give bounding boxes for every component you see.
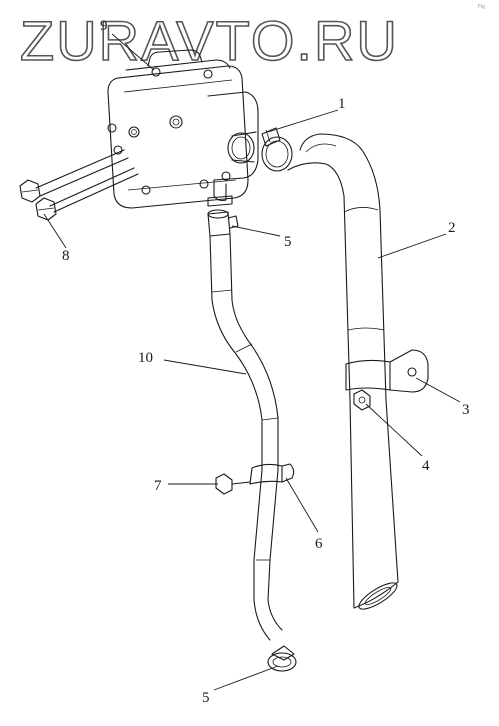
leader-6: [285, 477, 319, 533]
leader-9: [111, 33, 155, 71]
intake-pipe: [287, 133, 399, 610]
watermark-text: ZURAVTO.RU: [20, 9, 399, 72]
hose-clamp-upper: [261, 127, 293, 172]
callout-3: 3: [462, 402, 470, 418]
callout-7: 7: [154, 478, 162, 494]
corner-mark: Fig: [478, 4, 485, 10]
drain-hose: [209, 233, 283, 641]
leader-10: [163, 359, 247, 375]
callout-5-lower: 5: [202, 690, 210, 706]
leader-4: [365, 403, 423, 457]
leader-3: [415, 377, 461, 403]
hose-clip: [249, 463, 295, 485]
leader-2: [377, 233, 447, 259]
callout-6: 6: [315, 536, 323, 552]
callout-1: 1: [338, 96, 346, 112]
long-bolts: [19, 149, 139, 221]
callout-labels: 1 2 3 4 5 5 6 7 8 9 10: [62, 18, 470, 706]
callout-10: 10: [138, 350, 153, 366]
hose-clamp-small-upper: [207, 209, 239, 237]
leader-5b: [213, 665, 279, 691]
leader-8: [43, 213, 67, 249]
leader-1: [267, 109, 339, 133]
callout-2: 2: [448, 220, 456, 236]
pipe-bracket: [345, 349, 429, 393]
leader-5a: [231, 225, 281, 237]
callout-9: 9: [100, 18, 108, 34]
air-cleaner-housing: [107, 49, 259, 209]
callout-4: 4: [422, 458, 430, 474]
hose-clamp-small-lower: [267, 645, 297, 672]
callout-5-upper: 5: [284, 234, 292, 250]
callout-8: 8: [62, 248, 70, 264]
clip-screw: [215, 473, 251, 495]
leader-lines: [43, 33, 461, 691]
bracket-bolt: [353, 389, 371, 411]
